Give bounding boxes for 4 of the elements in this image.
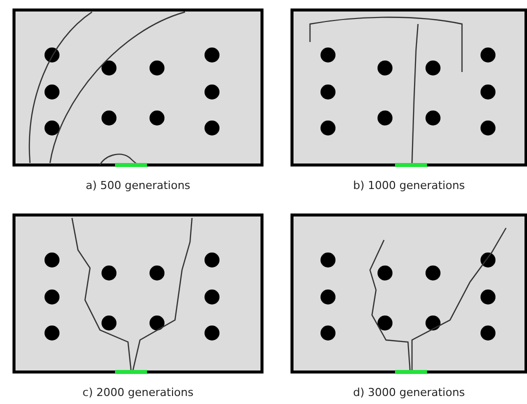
- panel-caption: a) 500 generations: [86, 179, 190, 192]
- panel-caption: b) 1000 generations: [353, 179, 465, 192]
- panel-caption: c) 2000 generations: [82, 386, 194, 399]
- panel-caption: d) 3000 generations: [353, 386, 465, 399]
